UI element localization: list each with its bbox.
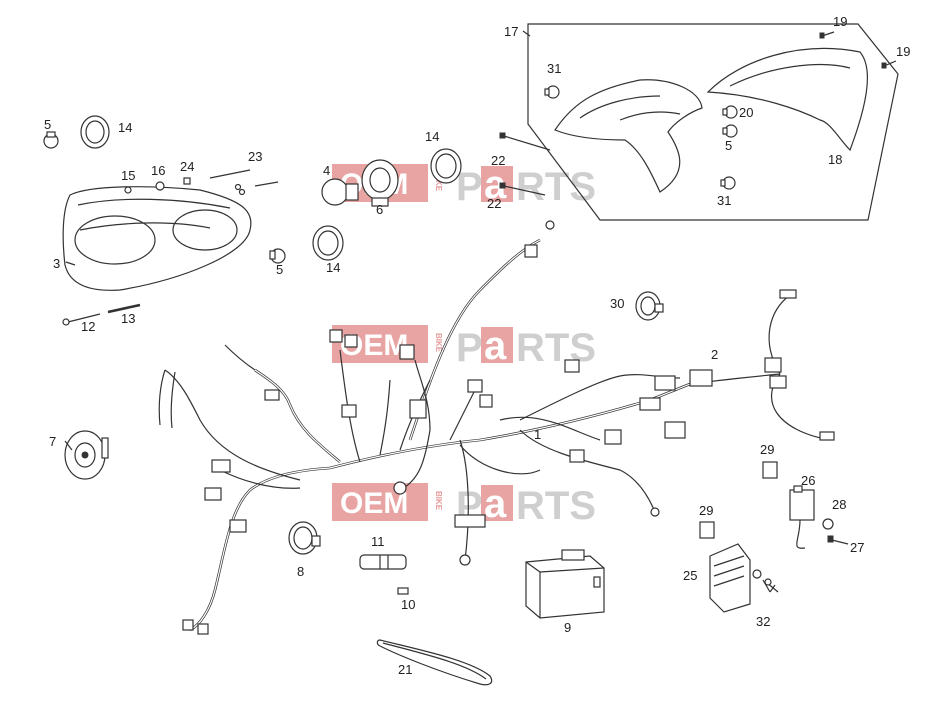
callout-28: 28 [832, 497, 846, 512]
screw-32 [752, 569, 779, 593]
callout-4: 4 [323, 163, 330, 178]
washer-28 [822, 518, 834, 530]
screw-22-b [499, 182, 546, 196]
bulb-31-bottom [720, 176, 736, 190]
callout-25: 25 [683, 568, 697, 583]
bracket-29-a [762, 461, 778, 479]
callout-9: 9 [564, 620, 571, 635]
callout-19-a: 19 [833, 14, 847, 29]
connector [211, 459, 231, 473]
callout-5-a: 5 [44, 117, 51, 132]
clip-24 [183, 177, 191, 185]
tail-light-lens [554, 79, 703, 193]
callout-14-c: 14 [326, 260, 340, 275]
horn-7 [64, 430, 109, 480]
callout-26: 26 [801, 473, 815, 488]
callout-10: 10 [401, 597, 415, 612]
callout-30: 30 [610, 296, 624, 311]
callout-19-b: 19 [896, 44, 910, 59]
callouts: 1 2 3 4 5 5 5 6 7 8 9 10 11 12 13 14 14 … [44, 14, 910, 677]
rear-reflector [706, 47, 869, 152]
callout-29-b: 29 [699, 503, 713, 518]
callout-32: 32 [756, 614, 770, 629]
main-wiring-harness [158, 220, 835, 635]
callout-3: 3 [53, 256, 60, 271]
callout-14-a: 14 [118, 120, 132, 135]
callout-24: 24 [180, 159, 194, 174]
callout-22-b: 22 [487, 196, 501, 211]
watermark-a-text: a [484, 163, 507, 207]
screw-23 [209, 169, 279, 196]
watermark-bike-text: BIKE [434, 333, 443, 353]
nut-15 [124, 186, 132, 194]
callout-5-b: 5 [276, 262, 283, 277]
screw-27 [827, 535, 849, 545]
callout-31-a: 31 [547, 61, 561, 76]
watermark-a-text: a [484, 482, 507, 526]
bulb-holder-14-b [312, 225, 344, 261]
callout-27: 27 [850, 540, 864, 555]
battery-9 [525, 549, 605, 619]
callout-5-c: 5 [725, 138, 732, 153]
callout-6: 6 [376, 202, 383, 217]
callout-23: 23 [248, 149, 262, 164]
callout-16: 16 [151, 163, 165, 178]
bulb-5-tail [722, 124, 738, 138]
callout-22-a: 22 [491, 153, 505, 168]
fuse-11 [359, 554, 407, 570]
bracket-29-b [699, 521, 715, 539]
callout-29-a: 29 [760, 442, 774, 457]
callout-2: 2 [711, 347, 718, 362]
bulb-5-headlight-top [43, 131, 59, 149]
callout-7: 7 [49, 434, 56, 449]
regulator-25 [709, 543, 751, 613]
watermark-3: OEM BIKE P a RTS [332, 482, 596, 528]
fuse-10 [397, 587, 409, 595]
tail-light-group-frame [527, 23, 899, 221]
watermark-2: OEM BIKE P a RTS [332, 324, 596, 370]
watermark-rts-text: RTS [516, 484, 596, 528]
bulb-31-top [544, 85, 560, 99]
screw-19-b [881, 60, 897, 69]
belt-21 [376, 639, 493, 686]
washer-16 [155, 181, 165, 191]
watermark-bike-text: BIKE [434, 491, 443, 511]
callout-1: 1 [534, 427, 541, 442]
callout-11: 11 [371, 534, 385, 549]
watermark-p-text: P [456, 326, 483, 370]
bulb-5-headlight-bottom [269, 248, 286, 264]
bulb-4 [321, 178, 359, 206]
clamp-8 [288, 521, 321, 555]
bulb-holder-14-c [430, 148, 462, 184]
watermark-bike-text: BIKE [434, 172, 443, 192]
callout-14-b: 14 [425, 129, 439, 144]
watermark-rts-text: RTS [516, 326, 596, 370]
callout-12: 12 [81, 319, 95, 334]
callout-31-b: 31 [717, 193, 731, 208]
bulb-20 [722, 105, 738, 119]
callout-15: 15 [121, 168, 135, 183]
callout-8: 8 [297, 564, 304, 579]
callout-21: 21 [398, 662, 412, 677]
screw-12 [62, 313, 101, 326]
callout-18: 18 [828, 152, 842, 167]
screw-13 [107, 303, 141, 314]
relay-26 [789, 485, 815, 549]
watermark-rts-text: RTS [516, 165, 596, 209]
callout-20: 20 [739, 105, 753, 120]
bulb-holder-14-a [80, 115, 110, 149]
callout-17: 17 [504, 24, 518, 39]
screw-22-a [499, 132, 551, 151]
watermark-a-text: a [484, 324, 507, 368]
screw-19-a [819, 31, 835, 39]
callout-13: 13 [121, 311, 135, 326]
clamp-30 [635, 291, 664, 321]
socket-6 [361, 159, 399, 207]
